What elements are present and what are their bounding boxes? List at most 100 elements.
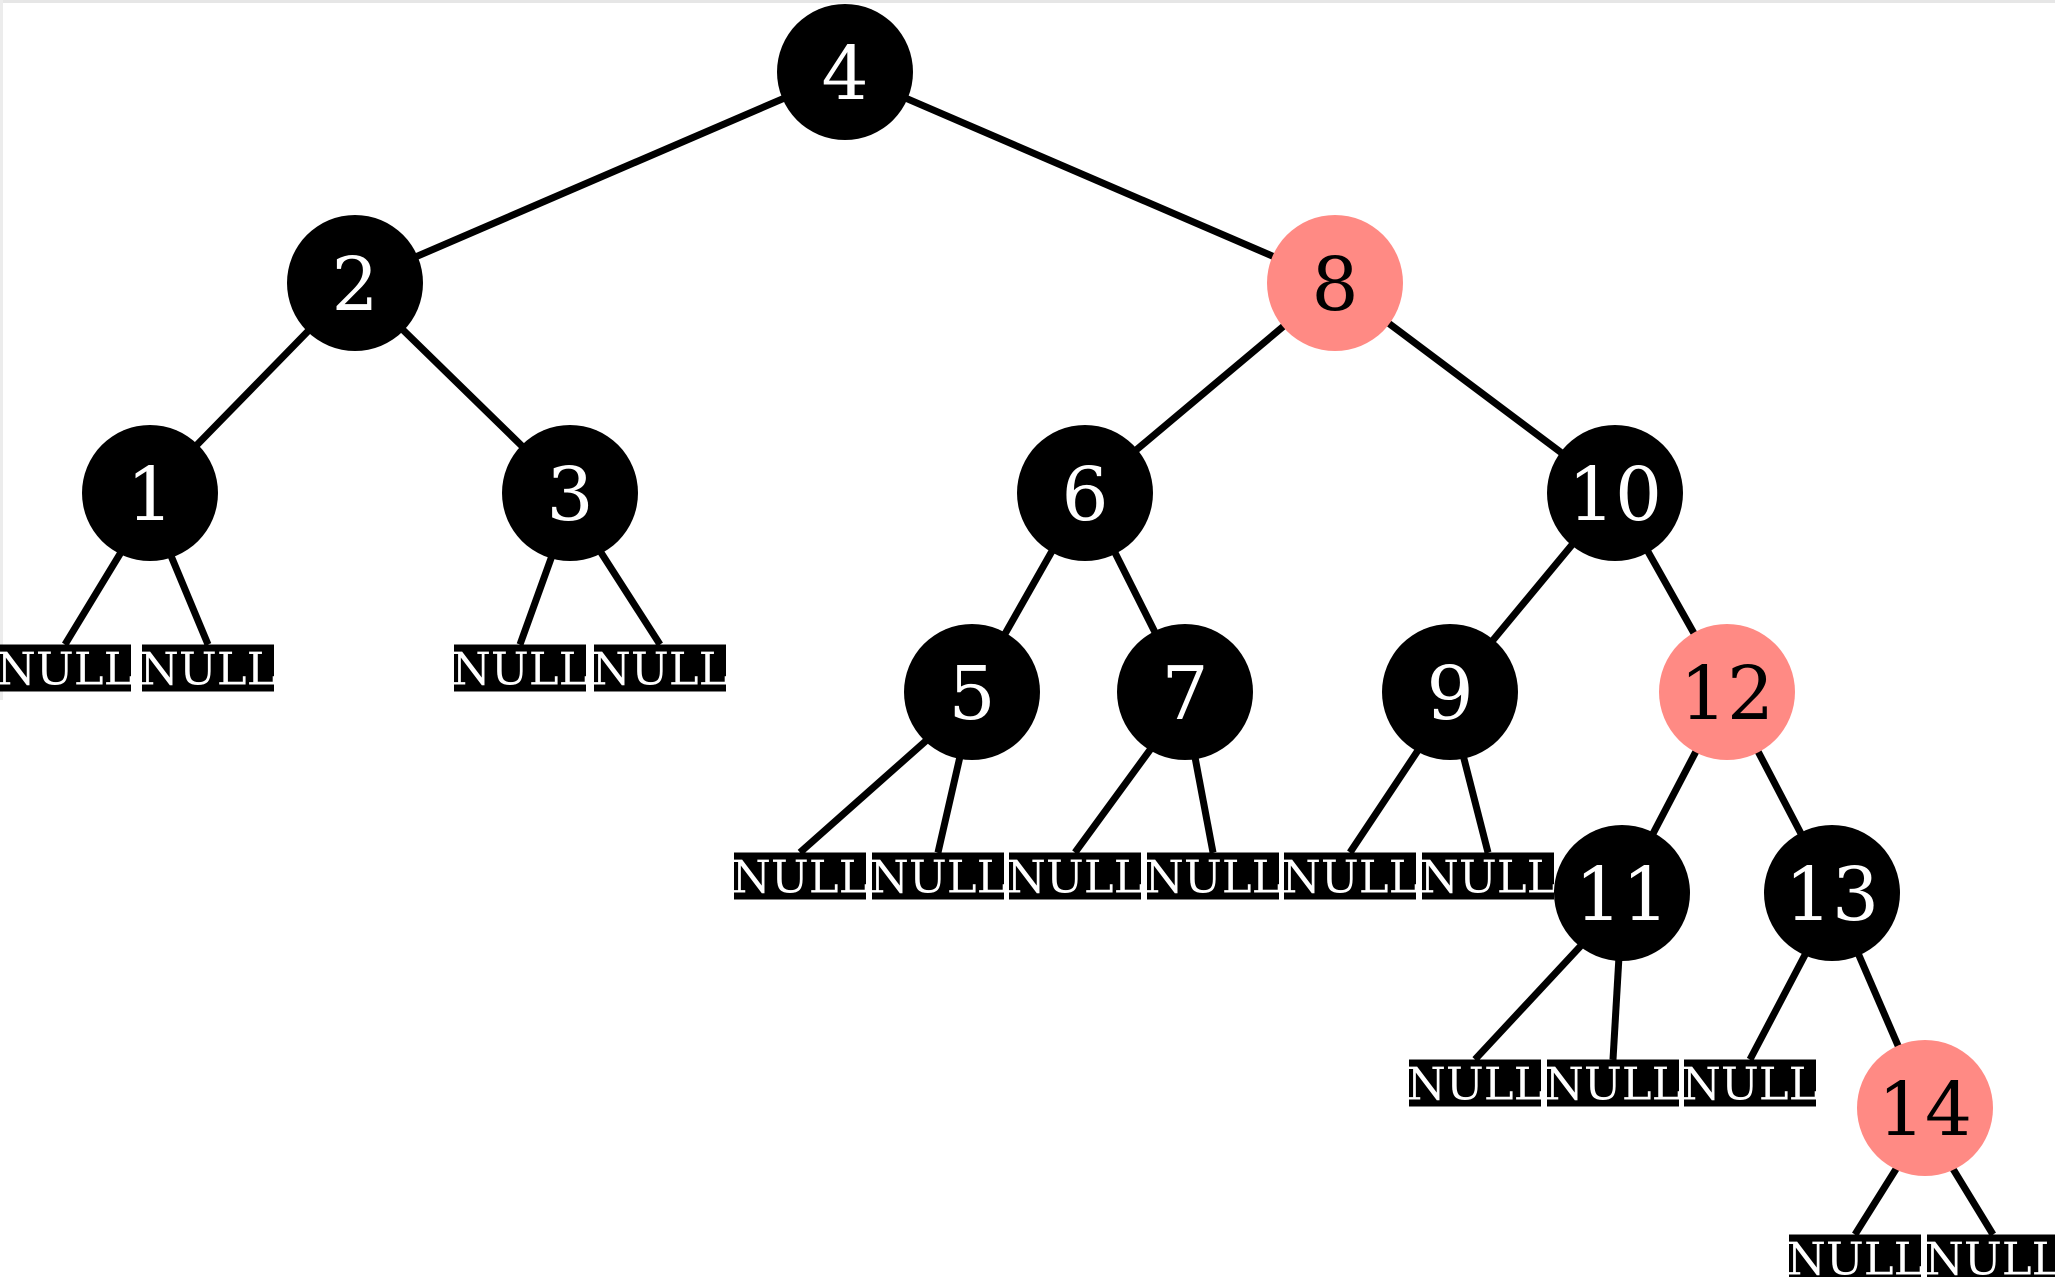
black-node-circle[interactable]	[502, 425, 638, 561]
tree-node-label: 13	[1785, 852, 1879, 938]
black-node-circle[interactable]	[82, 425, 218, 561]
tree-node-5[interactable]: 5	[904, 624, 1040, 760]
tree-node-13[interactable]: 13	[1764, 825, 1900, 961]
tree-node-12[interactable]: 12	[1659, 624, 1795, 760]
black-node-circle[interactable]	[1117, 624, 1253, 760]
tree-node-label: 14	[1878, 1067, 1972, 1153]
tree-node-label: 10	[1568, 452, 1662, 538]
null-leaf: NULL	[731, 851, 868, 904]
null-leaf: NULL	[591, 643, 728, 696]
null-leaf-box	[1284, 852, 1416, 900]
null-leaf-label: NULL	[1681, 1058, 1818, 1111]
null-leaf-box	[594, 644, 726, 692]
tree-node-label: 6	[1061, 452, 1108, 538]
left-border-rule	[0, 0, 3, 700]
black-node-circle[interactable]	[1554, 825, 1690, 961]
tree-node-2[interactable]: 2	[287, 215, 423, 351]
tree-edge	[1948, 1164, 1996, 1237]
null-leaf: NULL	[1681, 1058, 1818, 1111]
null-leaf: NULL	[139, 643, 276, 696]
tree-edge	[1753, 747, 1806, 838]
tree-edge	[166, 552, 212, 646]
tree-edge	[1648, 747, 1701, 838]
null-leaf-label: NULL	[1281, 851, 1418, 904]
black-node-circle[interactable]	[1017, 425, 1153, 561]
tree-node-label: 2	[331, 242, 378, 328]
tree-node-11[interactable]: 11	[1554, 825, 1690, 961]
null-leaf-box	[1684, 1059, 1816, 1107]
tree-edge	[1852, 1164, 1901, 1237]
tree-node-label: 9	[1426, 651, 1473, 737]
red-node-circle[interactable]	[1659, 624, 1795, 760]
tree-edge	[192, 326, 313, 450]
null-leaf: NULL	[1786, 1233, 1924, 1277]
tree-edge	[1072, 744, 1155, 855]
null-leaf-box	[454, 644, 586, 692]
null-leaf: NULL	[1419, 851, 1556, 904]
null-leaf-label: NULL	[1406, 1058, 1543, 1111]
null-leaf: NULL	[1406, 1058, 1543, 1111]
null-leaf: NULL	[451, 643, 588, 696]
null-leaf-label: NULL	[1006, 851, 1143, 904]
tree-node-8[interactable]: 8	[1267, 215, 1403, 351]
black-node-circle[interactable]	[1764, 825, 1900, 961]
black-node-circle[interactable]	[904, 624, 1040, 760]
null-leaf-label: NULL	[451, 643, 588, 696]
tree-node-1[interactable]: 1	[82, 425, 218, 561]
black-node-circle[interactable]	[1547, 425, 1683, 561]
null-leaf-label: NULL	[139, 643, 276, 696]
null-leaf-box	[1789, 1234, 1921, 1277]
tree-node-label: 5	[948, 651, 995, 737]
tree-node-6[interactable]: 6	[1017, 425, 1153, 561]
null-leaf: NULL	[0, 643, 134, 696]
tree-edge	[1488, 540, 1577, 645]
black-node-circle[interactable]	[287, 215, 423, 351]
black-node-circle[interactable]	[777, 4, 913, 140]
tree-node-4[interactable]: 4	[777, 4, 913, 140]
tree-node-label: 8	[1311, 242, 1358, 328]
tree-edge	[1191, 754, 1217, 854]
null-leaf-box	[1422, 852, 1554, 900]
edges-layer	[62, 94, 1996, 1237]
tree-node-10[interactable]: 10	[1547, 425, 1683, 561]
null-leaf-box	[1547, 1059, 1679, 1107]
null-leaf-box	[1009, 852, 1141, 900]
null-leaf-label: NULL	[1544, 1058, 1681, 1111]
tree-edge	[902, 94, 1278, 261]
null-leaf: NULL	[1544, 1058, 1681, 1111]
null-leaf-box	[872, 852, 1004, 900]
null-leaf: NULL	[1006, 851, 1143, 904]
red-node-circle[interactable]	[1267, 215, 1403, 351]
tree-edge	[1384, 318, 1566, 458]
null-leaf-label: NULL	[591, 643, 728, 696]
tree-edge	[516, 553, 556, 646]
tree-edge	[934, 754, 964, 854]
null-leaf-box	[142, 644, 274, 692]
tree-edge	[1472, 941, 1586, 1062]
tree-edge	[62, 548, 126, 647]
null-leaf: NULL	[869, 851, 1006, 904]
top-border-rule	[0, 0, 2055, 3]
tree-node-label: 3	[546, 452, 593, 538]
tree-node-7[interactable]: 7	[1117, 624, 1253, 760]
tree-edge	[596, 548, 663, 647]
null-leaf-label: NULL	[869, 851, 1006, 904]
null-leaf-box	[1927, 1234, 2055, 1277]
tree-edge	[1459, 753, 1492, 854]
red-node-circle[interactable]	[1857, 1040, 1993, 1176]
black-node-circle[interactable]	[1382, 624, 1518, 760]
null-leaf-label: NULL	[1924, 1233, 2055, 1277]
tree-node-3[interactable]: 3	[502, 425, 638, 561]
tree-edge	[1131, 321, 1289, 455]
tree-edge	[1643, 547, 1699, 638]
tree-edge	[1609, 956, 1623, 1060]
tree-node-label: 12	[1680, 651, 1774, 737]
tree-node-label: 7	[1161, 651, 1208, 737]
tree-node-9[interactable]: 9	[1382, 624, 1518, 760]
tree-node-14[interactable]: 14	[1857, 1040, 1993, 1176]
null-leaf-box	[1147, 852, 1279, 900]
tree-node-label: 11	[1575, 852, 1669, 938]
null-leaf-box	[0, 644, 131, 692]
